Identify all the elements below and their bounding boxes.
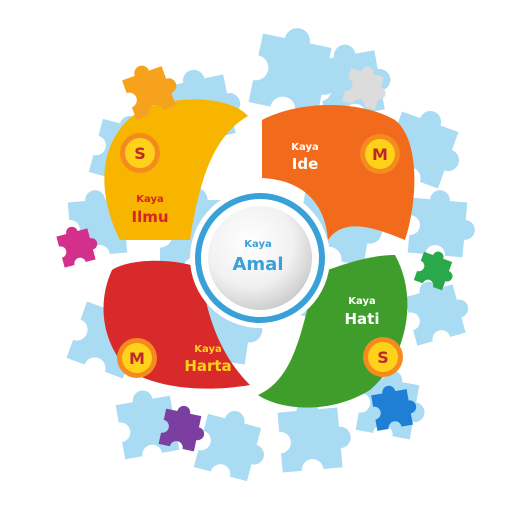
hati-small-label: Kaya <box>348 296 375 307</box>
grey-puzzle-piece <box>342 66 386 110</box>
green-puzzle-piece <box>413 251 453 291</box>
hati-big-label: Hati <box>345 310 380 328</box>
harta-big-label: Harta <box>184 357 231 375</box>
ide-big-label: Ide <box>292 155 319 173</box>
badge-hati: S <box>363 337 403 377</box>
badge-ilmu: S <box>120 133 160 173</box>
center-small-label: Kaya <box>244 239 271 250</box>
background-puzzle-piece <box>193 411 264 482</box>
badge-ide: M <box>360 134 400 174</box>
orange-puzzle-piece <box>122 65 177 120</box>
badge-harta-letter: M <box>129 349 145 368</box>
harta-small-label: Kaya <box>194 344 221 355</box>
center-big-label: Amal <box>232 254 283 275</box>
blue-puzzle-piece <box>371 385 417 431</box>
background-puzzle-piece <box>404 281 469 346</box>
badge-harta: M <box>117 338 157 378</box>
pink-puzzle-piece <box>56 226 98 268</box>
background-puzzle-piece <box>407 190 475 258</box>
badge-ilmu-letter: S <box>134 144 146 163</box>
badge-hati-letter: S <box>377 348 389 367</box>
ilmu-small-label: Kaya <box>136 194 163 205</box>
ide-small-label: Kaya <box>291 142 318 153</box>
background-puzzle-piece <box>277 399 351 473</box>
center-circle: Kaya Amal <box>190 188 330 328</box>
badge-ide-letter: M <box>372 145 388 164</box>
background-puzzle-piece <box>248 28 337 117</box>
purple-puzzle-piece <box>158 405 205 452</box>
ilmu-big-label: Ilmu <box>131 208 168 226</box>
